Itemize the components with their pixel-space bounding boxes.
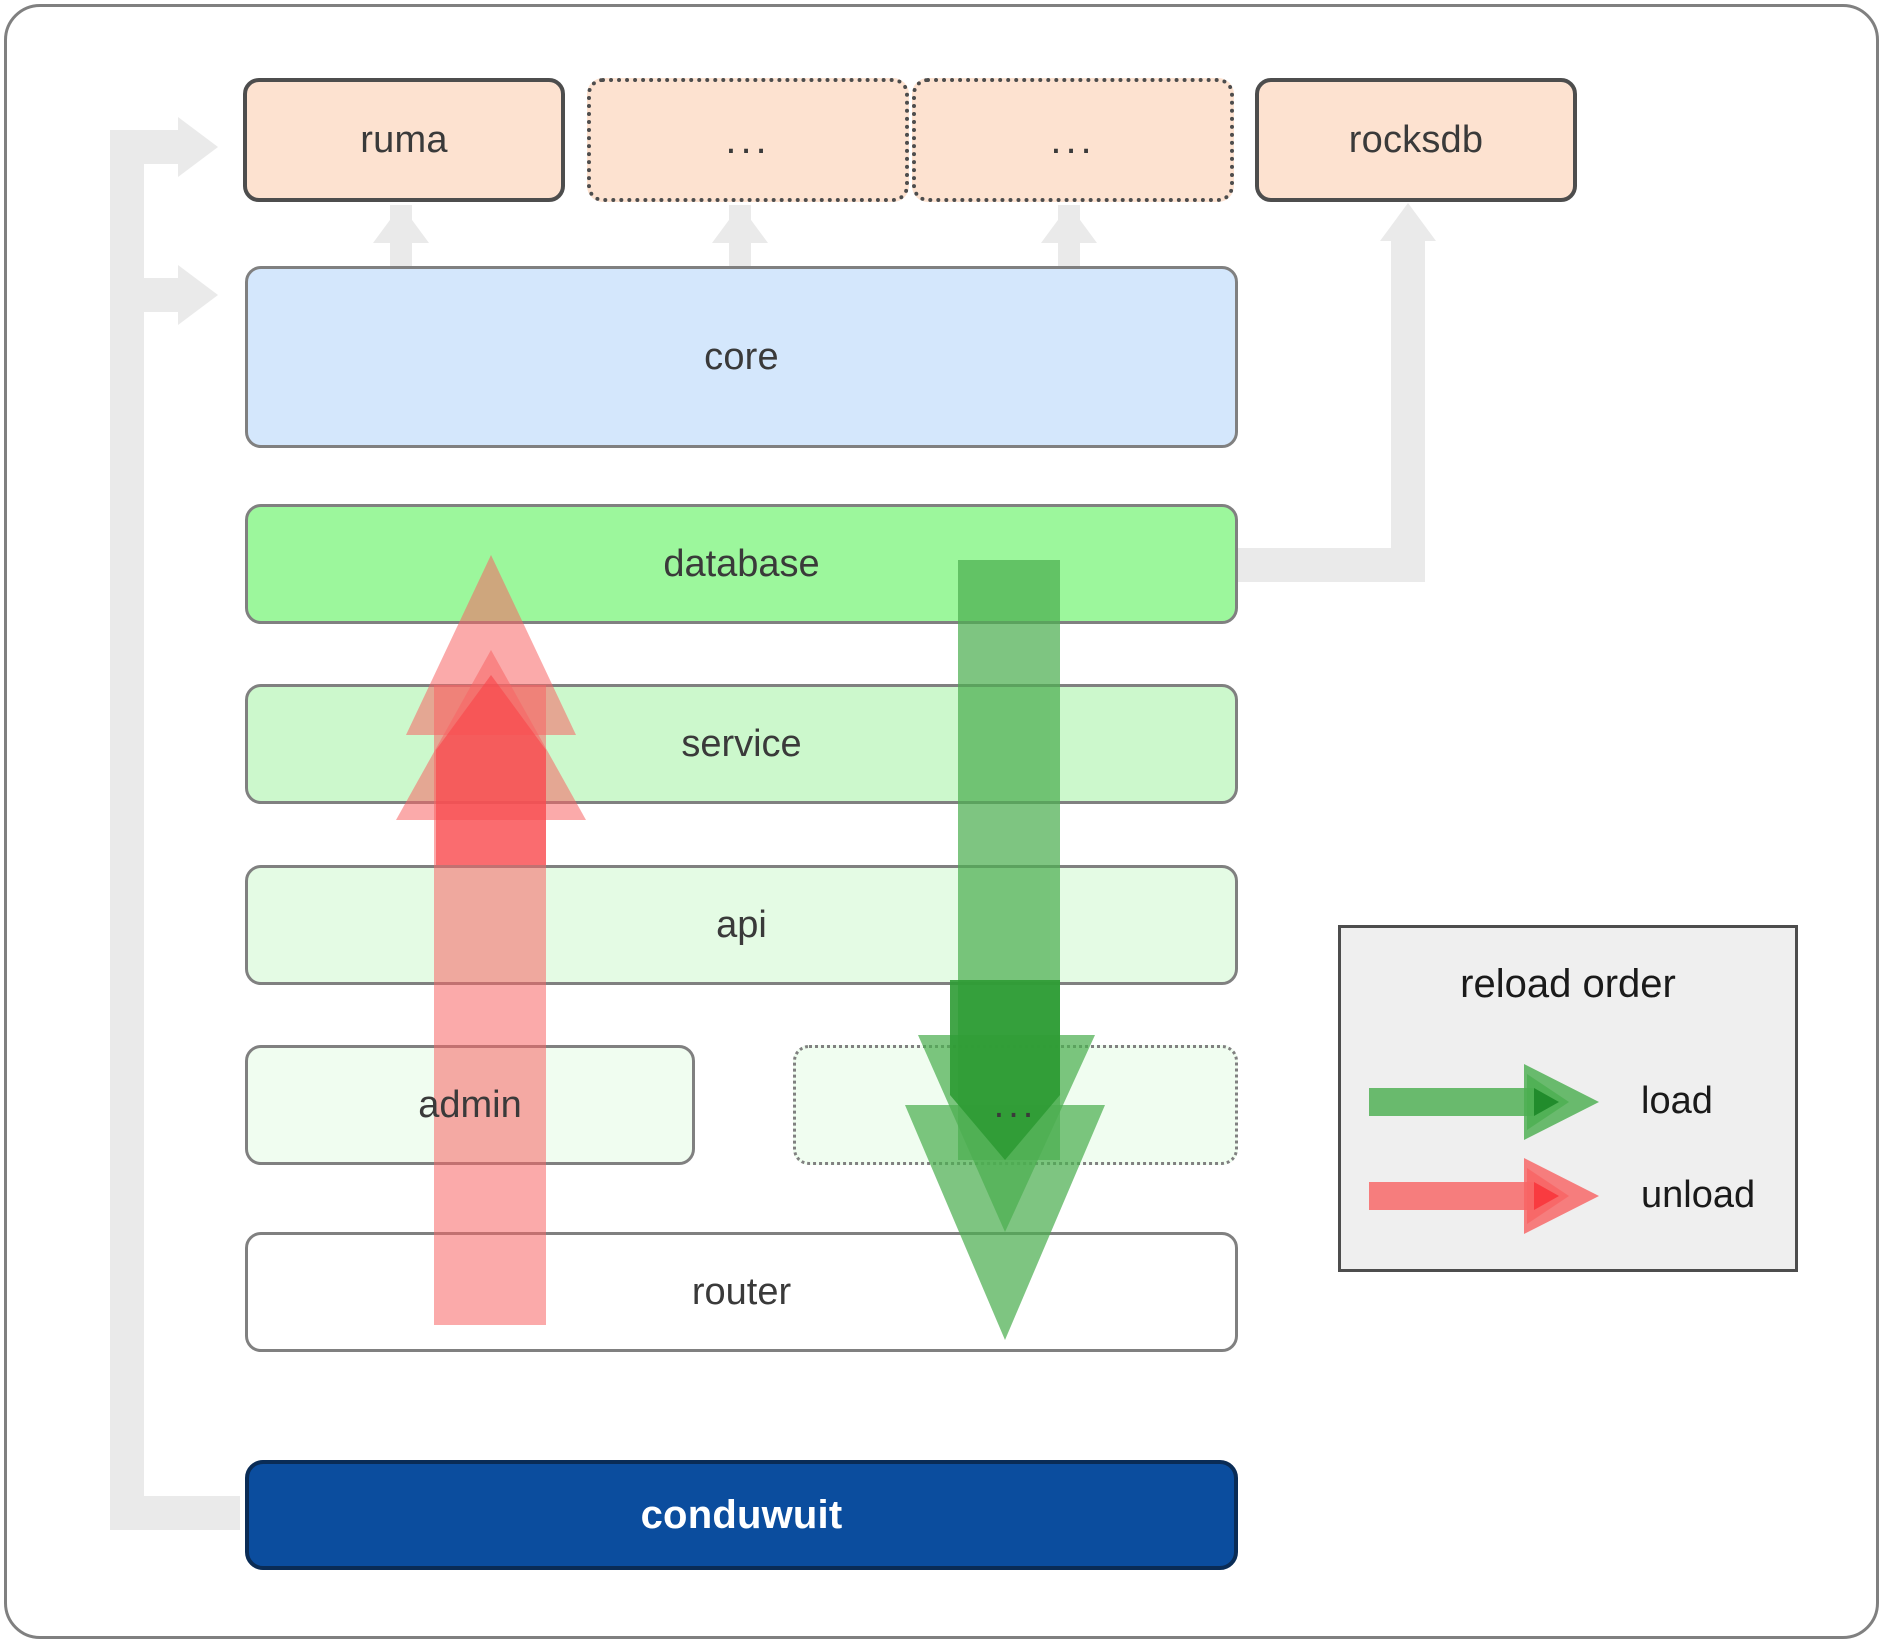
dep-box-rocksdb-label: rocksdb <box>1348 118 1484 161</box>
dep-box-dots-2-label: ... <box>1050 118 1096 162</box>
dep-box-dots-2[interactable]: ... <box>912 78 1234 202</box>
legend-panel: reload order load unload <box>1338 925 1798 1272</box>
connector-database-to-rocksdb-vertical <box>1391 240 1425 570</box>
dep-box-ruma[interactable]: ruma <box>243 78 565 202</box>
dep-box-dots-1-label: ... <box>725 118 771 162</box>
connector-core-to-dots2-head <box>1041 205 1097 243</box>
dep-box-dots-1[interactable]: ... <box>587 78 909 202</box>
dep-box-rocksdb[interactable]: rocksdb <box>1255 78 1577 202</box>
connector-database-to-rocksdb-head <box>1380 203 1436 241</box>
connector-core-to-dots1-head <box>712 205 768 243</box>
unload-flow-arrow <box>386 545 596 1325</box>
binary-box-conduwuit[interactable]: conduwuit <box>245 1460 1238 1570</box>
connector-core-to-ruma-head <box>373 205 429 243</box>
connector-left-branch-ruma <box>110 130 180 164</box>
connector-left-to-conduwuit <box>110 1496 240 1530</box>
connector-left-vertical <box>110 130 144 1530</box>
stack-box-database[interactable] <box>245 504 1238 624</box>
dep-box-ruma-label: ruma <box>360 118 448 161</box>
connector-arrowhead-ruma <box>178 117 218 177</box>
legend-unload-arrow-icon <box>1369 1154 1599 1234</box>
binary-box-conduwuit-label: conduwuit <box>640 1492 843 1537</box>
legend-title: reload order <box>1460 962 1676 1006</box>
stack-box-router[interactable] <box>245 1232 1238 1352</box>
legend-load-label: load <box>1641 1080 1713 1122</box>
stack-box-core[interactable]: core <box>245 266 1238 448</box>
stack-box-api[interactable] <box>245 865 1238 985</box>
connector-left-branch-core <box>110 278 180 312</box>
stack-box-core-label: core <box>704 335 779 378</box>
legend-unload-label: unload <box>1641 1174 1756 1216</box>
stack-box-service[interactable] <box>245 684 1238 804</box>
legend-load-arrow-icon <box>1369 1060 1599 1140</box>
load-flow-arrow <box>900 560 1110 1340</box>
connector-arrowhead-core <box>178 265 218 325</box>
